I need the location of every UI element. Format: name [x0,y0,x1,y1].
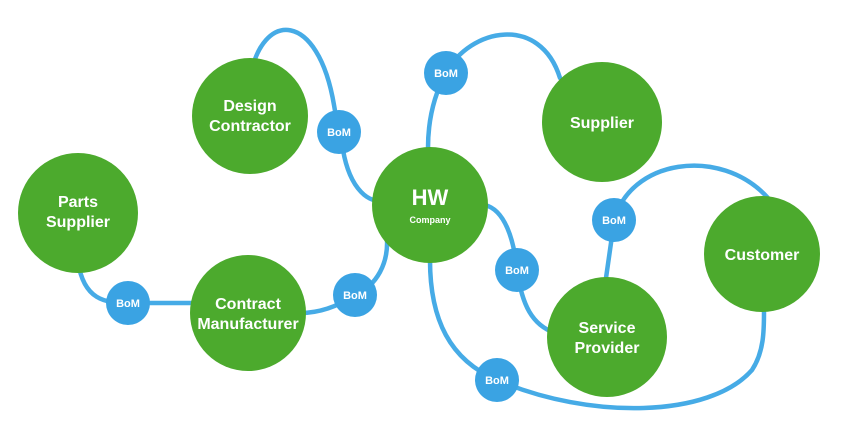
bom-label: BoM [602,215,626,227]
node-contract-manufacturer: Contract Manufacturer [190,255,306,371]
node-label-line: Supplier [46,214,110,231]
node-design-contractor: Design Contractor [192,58,308,174]
bom-circle [333,273,377,317]
node-supplier: Supplier [542,62,662,182]
bom-label: BoM [505,265,529,277]
node-customer: Customer [704,196,820,312]
node-circle [547,277,667,397]
bom-circle [475,358,519,402]
link-design-contractor-to-bom [247,27,341,131]
node-label-line: Contract [215,296,281,313]
node-hw-company: HW Company [372,147,488,263]
node-circle [704,196,820,312]
bom-badge-customer-link: BoM [592,198,636,242]
link-bom-to-customer-bottom [494,309,767,411]
bom-label: BoM [116,298,140,310]
node-label-line: Design [223,98,276,115]
bom-label: BoM [327,127,351,139]
bom-badge-parts-link: BoM [106,281,150,325]
bom-circle [495,248,539,292]
node-title: HW [412,185,449,210]
node-circle [372,147,488,263]
node-label-line: Provider [575,340,640,357]
node-label-line: Customer [725,247,800,264]
node-parts-supplier: Parts Supplier [18,153,138,273]
bom-label: BoM [343,290,367,302]
bom-badge-supplier-link: BoM [424,51,468,95]
bom-label: BoM [434,68,458,80]
bom-circle [317,110,361,154]
bom-circle [106,281,150,325]
node-circle [190,255,306,371]
node-service-provider: Service Provider [547,277,667,397]
bom-badge-manufacturer-link: BoM [333,273,377,317]
node-subtitle: Company [409,215,450,225]
bom-circle [592,198,636,242]
node-circle [192,58,308,174]
bom-badge-design-link: BoM [317,110,361,154]
bom-circle [424,51,468,95]
node-circle [542,62,662,182]
node-label-line: Contractor [209,118,291,135]
node-circle [18,153,138,273]
node-label-line: Parts [58,194,98,211]
bom-badge-bottom-link: BoM [475,358,519,402]
node-label-line: Supplier [570,115,634,132]
bom-badge-service-link: BoM [495,248,539,292]
node-label-line: Service [579,320,636,337]
bom-label: BoM [485,375,509,387]
node-label-line: Manufacturer [197,316,298,333]
